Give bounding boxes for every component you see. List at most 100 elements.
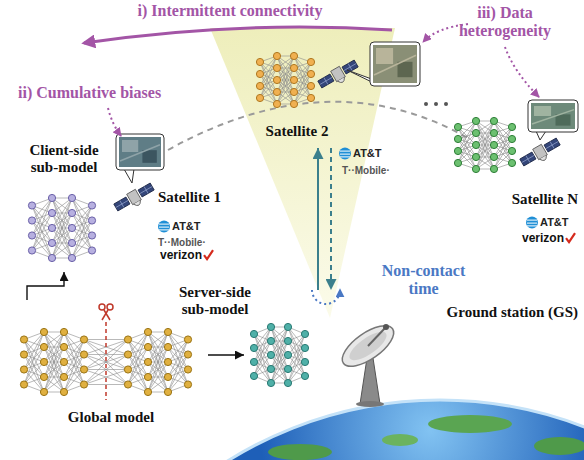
image-road [532,110,574,124]
neuron [508,135,515,142]
continent [534,437,584,455]
synapse [72,236,92,259]
neuron [256,94,263,101]
neuron [48,209,55,216]
neuron [273,100,280,107]
neural-network [28,194,95,261]
image-bubble [528,100,578,140]
satellite-icon [317,58,361,92]
neuron [28,202,35,209]
neuron [301,358,308,365]
neuron [144,373,151,380]
neuron [267,365,274,372]
carrier-logo: AT&T [540,216,569,229]
neuron [80,336,87,343]
synapse [52,213,72,258]
neuron [60,358,67,365]
neuron [40,373,47,380]
synapse [52,213,72,258]
carrier-globe [526,217,538,229]
neuron [250,358,257,365]
neuron [164,373,171,380]
leader-arrow [505,47,539,97]
neuron [454,147,461,154]
neuron [472,117,479,124]
connector-arrow [208,354,244,355]
bubble-frame [370,42,420,86]
neuron [48,254,55,261]
neuron [184,336,191,343]
continent [428,415,512,433]
neuron [284,365,291,372]
label-slot: verizon [160,245,202,263]
neuron [472,153,479,160]
image-patch [142,150,156,163]
neuron [40,328,47,335]
neuron [301,330,308,337]
neuron [88,202,95,209]
dish-feed-horn [383,324,389,330]
label-slot: verizon [522,228,564,246]
neuron [184,381,191,388]
neural-network [454,117,515,172]
non-contact-arc [312,290,340,304]
challenge-label: iii) Data heterogeneity [445,4,565,41]
globe-disc [339,148,351,160]
neuron [88,232,95,239]
neuron [28,247,35,254]
neuron [508,123,515,130]
neuron [144,358,151,365]
solar-panel [520,152,536,166]
solar-panel [544,138,560,152]
panel-grid [116,201,128,208]
globe-stripe [159,229,169,230]
node-label: Server-side sub-model [165,284,265,319]
image-road [120,145,160,161]
cut-line [105,322,107,400]
panel-grid [140,187,152,194]
synapse [24,362,44,385]
dish-feed [368,327,386,346]
neuron [472,165,479,172]
scissors-ring [107,304,113,310]
neuron [124,351,131,358]
neuron [164,388,171,395]
neuron [301,372,308,379]
synapse [52,198,72,243]
neuron [284,323,291,330]
neuron [256,70,263,77]
panel-grid [344,64,356,71]
neuron [68,209,75,216]
label-slot: T··Mobile· [158,232,206,250]
satellite-antenna [134,200,143,207]
connectors [27,148,331,355]
continents [268,415,584,460]
neuron [80,381,87,388]
neuron [28,232,35,239]
neuron [490,117,497,124]
globe-stripe [527,223,537,224]
globe-stripe [527,220,537,221]
neuron [490,165,497,172]
neuron [124,336,131,343]
neuron [68,239,75,246]
neuron [472,141,479,148]
neuron [164,328,171,335]
dish-reflector [336,318,400,374]
globe-stripe [340,154,350,155]
neuron [454,123,461,130]
neuron [144,388,151,395]
image-road [374,55,416,75]
globe-stripe [340,151,350,152]
neuron [60,328,67,335]
scissors-ring [99,304,105,310]
ellipsis-dot [434,102,438,106]
connector-arrow [330,148,332,290]
neuron [144,343,151,350]
satellite-icon [519,136,563,170]
neuron [290,64,297,71]
neuron [164,343,171,350]
bubble-frame [116,134,164,170]
dish-pedestal [360,358,380,404]
carrier-globe [158,221,170,233]
